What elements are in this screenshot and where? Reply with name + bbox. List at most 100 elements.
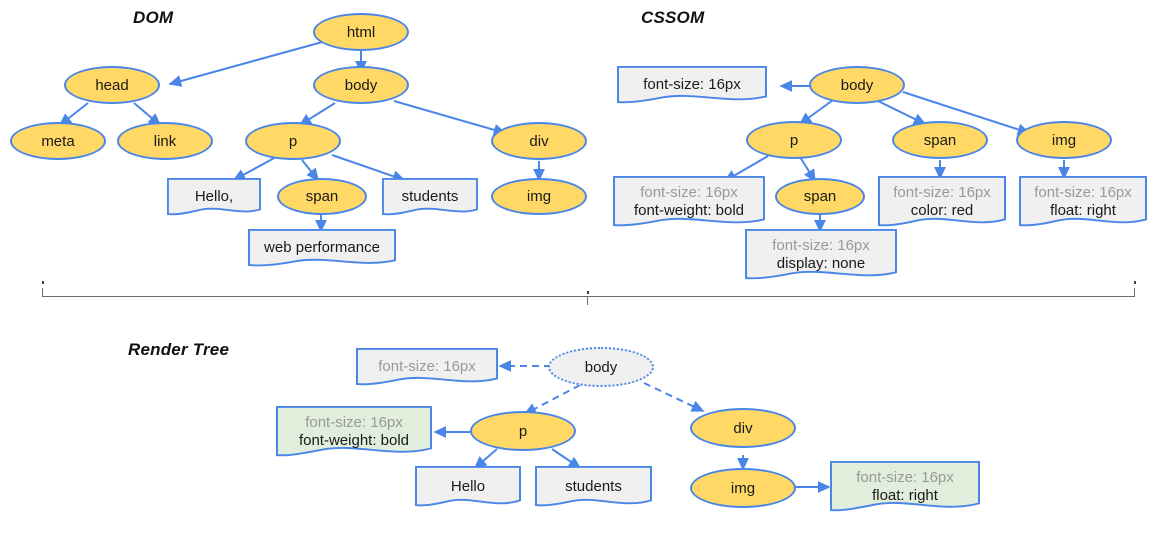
render-rule-body-line1: font-size: 16px	[378, 357, 476, 375]
dom-node-head-label: head	[95, 76, 129, 94]
cssom-rule-body-text: font-size: 16px	[637, 76, 747, 94]
cssom-node-p[interactable]: p	[746, 121, 842, 159]
doc-shape	[535, 466, 652, 507]
render-node-img-label: img	[730, 479, 756, 497]
divider-tick-right-dot	[1134, 281, 1136, 284]
dom-text-web-performance-label: web performance	[264, 238, 380, 256]
dom-node-html-label: html	[346, 23, 376, 41]
doc-shape	[248, 229, 396, 267]
dom-text-students-label: students	[401, 187, 459, 205]
render-rule-body[interactable]: font-size: 16px	[356, 348, 498, 386]
cssom-node-body[interactable]: body	[809, 66, 905, 104]
doc-shape	[415, 466, 521, 507]
render-node-body-label: body	[584, 358, 618, 376]
cssom-rule-span-child-line1: font-size: 16px	[772, 236, 870, 254]
render-node-div-label: div	[733, 419, 753, 437]
dom-text-students[interactable]: students	[382, 178, 478, 216]
dom-node-img-label: img	[526, 188, 552, 205]
cssom-rule-span-child-line2: display: none	[776, 255, 866, 272]
dom-node-span[interactable]: span	[277, 178, 367, 215]
cssom-rule-img-line2: float: right	[1050, 202, 1116, 219]
render-node-body[interactable]: body	[548, 347, 654, 387]
cssom-rule-body-line1: font-size: 16px	[643, 75, 741, 93]
render-node-img[interactable]: img	[690, 468, 796, 508]
cssom-rule-p[interactable]: font-size: 16px font-weight: bold	[613, 176, 765, 228]
render-tree-section-title: Render Tree	[128, 340, 230, 359]
dom-node-p[interactable]: p	[245, 122, 341, 160]
divider-tick-center-dot	[587, 291, 589, 294]
render-rule-p[interactable]: font-size: 16px font-weight: bold	[276, 406, 432, 458]
dom-node-body-label: body	[344, 76, 378, 94]
cssom-rule-img[interactable]: font-size: 16px float: right	[1019, 176, 1147, 228]
cssom-rule-span-child-text: font-size: 16px display: none	[766, 237, 876, 274]
doc-shape	[745, 229, 897, 280]
cssom-rule-span-line1: font-size: 16px	[893, 183, 991, 201]
dom-text-hello[interactable]: Hello,	[167, 178, 261, 216]
cssom-section-title: CSSOM	[641, 8, 705, 27]
cssom-rule-p-text: font-size: 16px font-weight: bold	[628, 184, 750, 221]
dom-text-web-performance[interactable]: web performance	[248, 229, 396, 267]
render-text-hello-label: Hello	[450, 477, 486, 495]
cssom-rule-img-line1: font-size: 16px	[1034, 183, 1132, 201]
doc-shape	[878, 176, 1006, 227]
cssom-node-img-label: img	[1051, 131, 1077, 149]
render-rule-img-text: font-size: 16px float: right	[850, 469, 960, 506]
dom-node-div-label: div	[529, 132, 549, 150]
render-node-div[interactable]: div	[690, 408, 796, 448]
dom-node-div[interactable]: div	[491, 122, 587, 160]
cssom-rule-p-line1: font-size: 16px	[640, 183, 738, 201]
render-node-p-label: p	[518, 422, 528, 440]
dom-node-link[interactable]: link	[117, 122, 213, 160]
cssom-rule-span-text: font-size: 16px color: red	[887, 184, 997, 221]
cssom-node-p-label: p	[789, 131, 799, 149]
render-rule-img-line1: font-size: 16px	[856, 468, 954, 486]
render-rule-img[interactable]: font-size: 16px float: right	[830, 461, 980, 513]
doc-shape	[1019, 176, 1147, 227]
doc-shape	[167, 178, 261, 216]
divider-tick-center	[587, 296, 588, 305]
cssom-rule-p-line2: font-weight: bold	[633, 202, 745, 219]
dom-node-meta-label: meta	[41, 132, 75, 150]
render-rule-p-text: font-size: 16px font-weight: bold	[293, 414, 415, 451]
cssom-node-span-label: span	[923, 131, 957, 149]
dom-node-body[interactable]: body	[313, 66, 409, 104]
cssom-rule-span-line2: color: red	[910, 202, 974, 219]
dom-node-span-label: span	[305, 188, 339, 205]
render-rule-body-text: font-size: 16px	[372, 358, 482, 376]
cssom-node-span-child[interactable]: span	[775, 178, 865, 215]
dom-node-p-label: p	[288, 132, 298, 150]
render-text-students-label: students	[565, 477, 622, 495]
dom-node-html[interactable]: html	[313, 13, 409, 51]
cssom-node-span[interactable]: span	[892, 121, 988, 159]
divider-tick-left-dot	[42, 281, 44, 284]
dom-node-meta[interactable]: meta	[10, 122, 106, 160]
render-node-p[interactable]: p	[470, 411, 576, 451]
section-divider	[42, 296, 1135, 297]
dom-node-head[interactable]: head	[64, 66, 160, 104]
divider-tick-left	[42, 288, 43, 297]
dom-section-title: DOM	[133, 8, 174, 27]
cssom-rule-span-child[interactable]: font-size: 16px display: none	[745, 229, 897, 281]
divider-tick-right	[1134, 288, 1135, 297]
doc-shape	[617, 66, 767, 104]
render-text-hello[interactable]: Hello	[415, 466, 521, 508]
doc-shape	[613, 176, 765, 227]
dom-node-link-label: link	[153, 132, 177, 150]
doc-shape	[830, 461, 980, 512]
dom-node-img[interactable]: img	[491, 178, 587, 215]
render-text-students[interactable]: students	[535, 466, 652, 508]
cssom-node-span-child-label: span	[803, 188, 837, 205]
render-rule-img-line2: float: right	[872, 487, 938, 504]
doc-shape	[276, 406, 432, 457]
doc-shape	[382, 178, 478, 216]
cssom-rule-span[interactable]: font-size: 16px color: red	[878, 176, 1006, 228]
dom-text-hello-label: Hello,	[194, 187, 234, 205]
doc-shape	[356, 348, 498, 386]
render-rule-p-line2: font-weight: bold	[298, 432, 410, 449]
render-rule-p-line1: font-size: 16px	[305, 413, 403, 431]
cssom-rule-body[interactable]: font-size: 16px	[617, 66, 767, 104]
cssom-rule-img-text: font-size: 16px float: right	[1028, 184, 1138, 221]
cssom-node-img[interactable]: img	[1016, 121, 1112, 159]
